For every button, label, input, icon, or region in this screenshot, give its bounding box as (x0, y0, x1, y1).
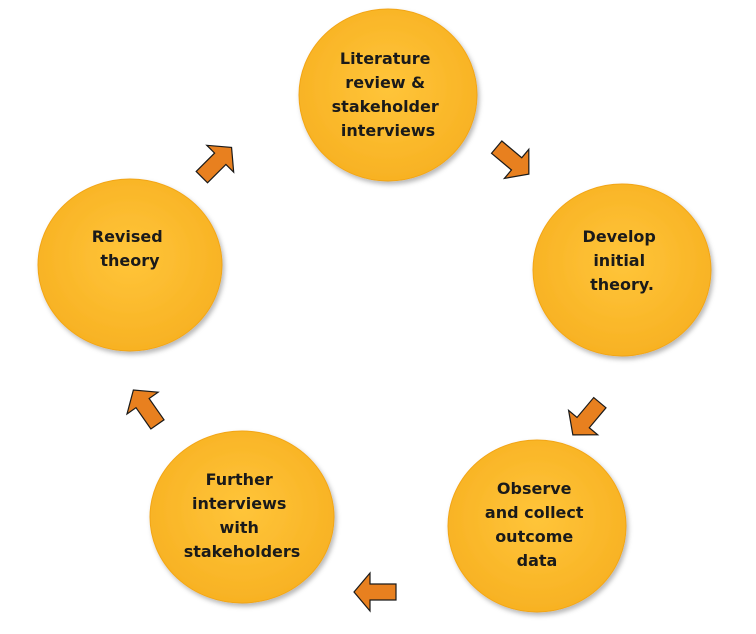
node-literature-line-4: interviews (341, 121, 435, 140)
arrow-left-icon (353, 571, 397, 613)
node-literature-line-3: stakeholder (332, 97, 439, 116)
node-further-shape (149, 430, 335, 604)
node-literature-line-2: review & (345, 73, 425, 92)
node-literature-line-1: Literature (340, 49, 431, 68)
node-observe-line-3: outcome (495, 527, 573, 546)
node-revised: Revised theory (37, 178, 223, 352)
node-develop-text: Develop initial theory. (583, 227, 662, 294)
node-develop: Develop initial theory. (532, 183, 712, 357)
node-literature-shape (298, 8, 478, 182)
node-further-text: Further interviews with stakeholders (184, 470, 301, 561)
node-revised-text: Revised theory (92, 227, 169, 270)
arrow-up-right-icon (195, 144, 235, 184)
node-observe-line-1: Observe (497, 479, 572, 498)
node-observe: Observe and collect outcome data (447, 439, 627, 613)
node-revised-line-2: theory (100, 251, 160, 270)
node-develop-line-3: theory. (590, 275, 654, 294)
node-revised-line-1: Revised (92, 227, 163, 246)
node-further-line-3: with (220, 518, 259, 537)
node-further-line-2: interviews (192, 494, 286, 513)
flow-arrows (125, 140, 607, 613)
node-observe-line-4: data (517, 551, 558, 570)
node-develop-line-2: initial (593, 251, 645, 270)
node-observe-line-2: and collect (485, 503, 584, 522)
arrow-up-left-icon (125, 389, 165, 430)
node-observe-shape (447, 439, 627, 613)
node-further-line-1: Further (206, 470, 273, 489)
node-literature: Literature review & stakeholder intervie… (298, 8, 478, 182)
node-develop-line-1: Develop (583, 227, 656, 246)
node-further: Further interviews with stakeholders (149, 430, 335, 604)
node-observe-text: Observe and collect outcome data (485, 479, 589, 570)
node-revised-shape (37, 178, 223, 352)
node-literature-text: Literature review & stakeholder intervie… (332, 49, 445, 140)
arrow-right-down-icon (490, 140, 530, 180)
arrow-down-left-icon (567, 396, 607, 436)
node-develop-shape (532, 183, 712, 357)
node-further-line-4: stakeholders (184, 542, 301, 561)
